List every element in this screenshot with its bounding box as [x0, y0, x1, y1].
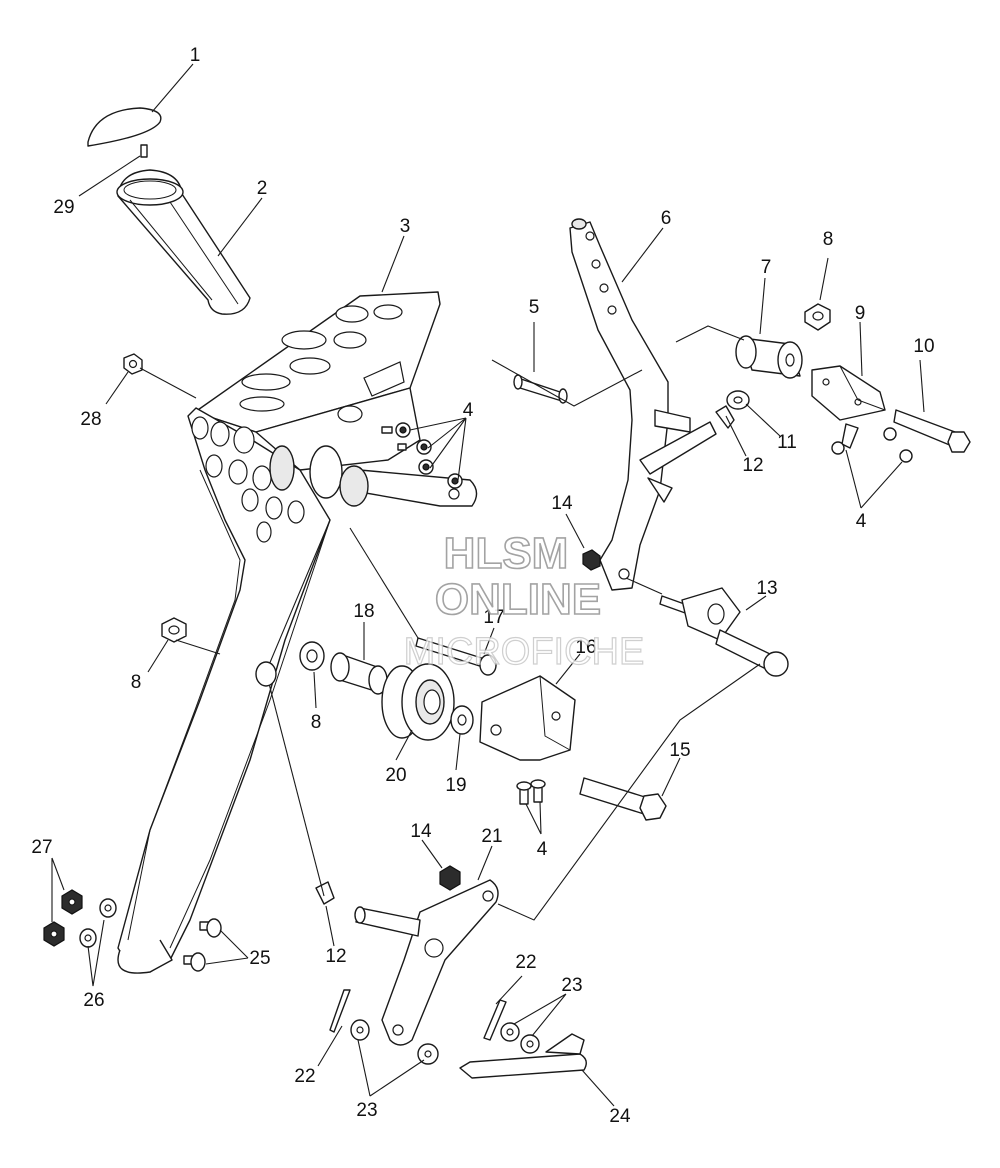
callout-18: 18 — [353, 601, 374, 622]
callout-29: 29 — [53, 197, 74, 218]
part-5-pin — [513, 374, 568, 404]
callout-4-upper: 4 — [463, 400, 474, 421]
watermark-line-1: HLSM — [444, 529, 569, 578]
callout-6: 6 — [661, 208, 672, 229]
callout-28: 28 — [80, 409, 101, 430]
part-26-washers — [79, 898, 117, 948]
callout-2: 2 — [257, 178, 268, 199]
part-12-clip-upper — [715, 405, 735, 429]
part-10-bolt — [893, 409, 971, 453]
callout-labels: 1 29 2 3 28 4 5 6 7 8 9 10 11 12 4 14 13… — [31, 45, 934, 1127]
part-4-screws-upper — [381, 422, 463, 489]
part-8-nut-left — [161, 617, 187, 643]
part-27-nuts — [43, 889, 83, 947]
part-8-nut-on-lever — [255, 661, 277, 687]
callout-22-left: 22 — [294, 1066, 315, 1087]
part-19-washer — [450, 705, 474, 735]
part-24-link-rod — [459, 1033, 587, 1079]
callout-24: 24 — [609, 1106, 631, 1127]
callout-21: 21 — [481, 826, 502, 847]
callout-17: 17 — [483, 607, 504, 628]
callout-14-lower: 14 — [410, 821, 432, 842]
watermark-line-2: ONLINE — [435, 575, 601, 624]
part-2-handle-grip — [116, 169, 251, 315]
callout-5: 5 — [529, 297, 540, 318]
part-22-cotter-pin-left — [329, 989, 351, 1033]
callout-4-right: 4 — [856, 511, 867, 532]
part-4-screws-lower — [516, 779, 546, 805]
part-29-screw — [140, 144, 148, 158]
part-12-clip-lower — [315, 881, 335, 905]
part-9-bracket — [811, 365, 886, 421]
part-22-cotter-pin-right — [483, 999, 507, 1041]
part-14-nut-upper — [582, 549, 601, 571]
part-8-nut-top — [804, 303, 831, 331]
callout-23-right: 23 — [561, 975, 582, 996]
part-3-control-lever-bracket — [117, 291, 478, 974]
callout-12-upper: 12 — [742, 455, 763, 476]
part-7-bushing — [735, 335, 803, 379]
part-21-bell-crank — [354, 879, 499, 1046]
part-14-nut-lower — [439, 865, 461, 891]
callout-8-left: 8 — [131, 672, 142, 693]
part-16-mount-bracket — [479, 675, 576, 761]
connection-lines — [175, 325, 761, 921]
callout-9: 9 — [855, 303, 866, 324]
part-20-pulley — [381, 663, 455, 741]
callout-3: 3 — [400, 216, 411, 237]
watermark-line-3: MICROFICHE — [404, 631, 645, 673]
part-25-studs — [183, 918, 222, 972]
part-28-nut — [123, 353, 143, 375]
part-8-nut-center — [299, 641, 325, 671]
part-23-washers-right — [500, 1022, 540, 1054]
callout-25: 25 — [249, 948, 270, 969]
callout-22-right: 22 — [515, 952, 536, 973]
part-17-rod — [415, 637, 497, 676]
callout-7: 7 — [761, 257, 772, 278]
callout-leaders — [51, 63, 925, 1107]
callout-26: 26 — [83, 990, 104, 1011]
callout-14-upper: 14 — [551, 493, 573, 514]
part-1-knob-cap — [87, 107, 162, 147]
part-4-screws-right — [831, 423, 913, 463]
callout-10: 10 — [913, 336, 934, 357]
part-18-spacer — [330, 652, 388, 695]
callout-27: 27 — [31, 837, 52, 858]
callout-4-lower: 4 — [537, 839, 548, 860]
callout-8-top: 8 — [823, 229, 834, 250]
part-11-washer — [726, 390, 750, 410]
callout-16: 16 — [575, 637, 596, 658]
part-13-ball-joint — [659, 587, 789, 677]
callout-8-center: 8 — [311, 712, 322, 733]
callout-23-left: 23 — [356, 1100, 377, 1121]
callout-20: 20 — [385, 765, 406, 786]
callout-13: 13 — [756, 578, 777, 599]
callout-19: 19 — [445, 775, 466, 796]
part-15-bolt — [579, 777, 667, 821]
watermark: HLSM ONLINE MICROFICHE — [403, 528, 645, 673]
callout-11: 11 — [777, 432, 797, 453]
callout-12-lower: 12 — [325, 946, 346, 967]
part-23-washers-left — [350, 1019, 439, 1065]
part-6-shift-rod — [569, 218, 717, 591]
callout-15: 15 — [669, 740, 690, 761]
callout-1: 1 — [190, 45, 201, 66]
